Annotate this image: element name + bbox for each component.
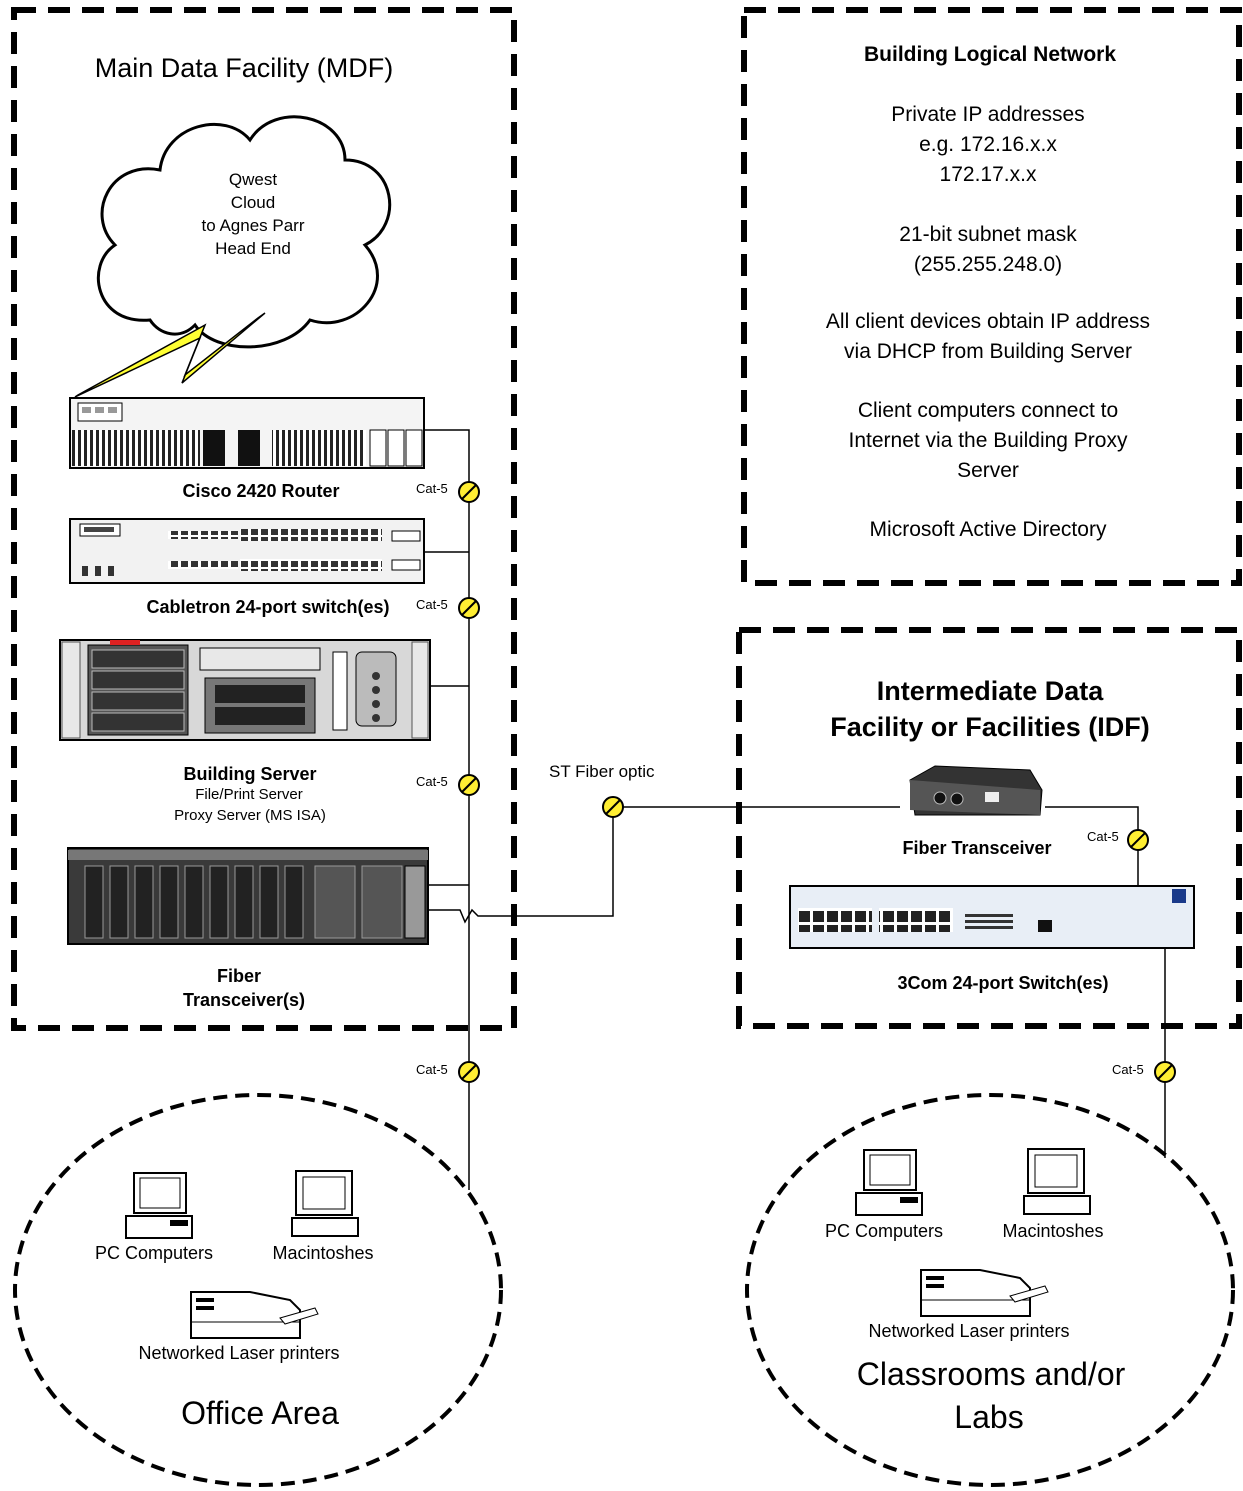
office-area-title: Office Area	[181, 1395, 339, 1431]
cat5-label-4: Cat-5	[416, 1062, 448, 1077]
router-label: Cisco 2420 Router	[182, 481, 340, 501]
logical-box	[741, 7, 1242, 586]
classrooms-ellipse	[745, 1093, 1235, 1487]
fiber-connector-icon	[602, 796, 624, 818]
3com-switch-icon	[789, 885, 1195, 949]
idf-fiber-transceiver-label: Fiber Transceiver	[902, 838, 1052, 858]
note-spacer	[826, 280, 1150, 307]
mdf-box	[11, 7, 517, 1031]
idf-box	[736, 627, 1242, 1029]
cabletron-switch-icon	[69, 518, 425, 584]
wan-link-lightning-icon	[74, 312, 266, 398]
note-line-3: 172.17.x.x	[939, 163, 1037, 186]
cloud-line-1: Qwest	[228, 170, 278, 189]
office-area-ellipse	[13, 1093, 503, 1487]
cisco-router-icon	[69, 397, 425, 469]
classrooms-title-1: Classrooms and/or	[856, 1356, 1126, 1392]
idf-fiber-transceiver-icon	[909, 765, 1043, 816]
idf-title-1: Intermediate Data	[876, 676, 1104, 706]
cat5-label-2: Cat-5	[416, 597, 448, 612]
cabletron-switch-label: Cabletron 24-port switch(es)	[146, 597, 390, 617]
office-mac-icon	[291, 1170, 359, 1237]
cloud-line-2: Cloud	[230, 193, 276, 212]
cat5-label-6: Cat-5	[1112, 1062, 1144, 1077]
classrooms-title-2: Labs	[954, 1399, 1024, 1435]
classroom-pc-label: PC Computers	[824, 1221, 944, 1241]
fiber-link-label: ST Fiber optic	[549, 762, 655, 781]
note-spacer	[826, 367, 1150, 396]
server-sub-label-1: File/Print Server	[195, 786, 303, 803]
fiber-transceiver-chassis-icon	[67, 847, 429, 945]
note-spacer	[826, 486, 1150, 515]
classroom-mac-icon	[1023, 1148, 1091, 1215]
3com-switch-label: 3Com 24-port Switch(es)	[897, 973, 1109, 993]
logical-network-title: Building Logical Network	[863, 43, 1117, 66]
note-line-5: 21-bit subnet mask	[899, 223, 1077, 246]
mdf-fiber-label-2: Transceiver(s)	[182, 990, 306, 1010]
server-sub-label-2: Proxy Server (MS ISA)	[174, 807, 326, 824]
cat5-connector-icon-3	[458, 774, 480, 796]
note-line-8: All client devices obtain IP address	[825, 310, 1151, 333]
mdf-cabling	[424, 429, 1166, 1190]
office-pc-label: PC Computers	[94, 1243, 214, 1263]
note-spacer	[826, 190, 1150, 220]
cat5-label-5: Cat-5	[1087, 829, 1119, 844]
cloud-line-4: Head End	[215, 239, 291, 258]
cat5-connector-icon-5	[1127, 829, 1149, 851]
note-line-6: (255.255.248.0)	[913, 253, 1063, 276]
note-line-13: Server	[957, 459, 1019, 482]
classroom-printer-label: Networked Laser printers	[868, 1321, 1070, 1341]
cat5-label-1: Cat-5	[416, 481, 448, 496]
idf-title-2: Facility or Facilities (IDF)	[830, 712, 1150, 742]
note-line-2: e.g. 172.16.x.x	[919, 133, 1057, 156]
office-printer-label: Networked Laser printers	[138, 1343, 340, 1363]
classroom-mac-label: Macintoshes	[1002, 1221, 1104, 1241]
office-pc-icon	[125, 1172, 193, 1239]
office-mac-label: Macintoshes	[272, 1243, 374, 1263]
classroom-pc-icon	[855, 1149, 923, 1216]
cat5-label-3: Cat-5	[416, 774, 448, 789]
mdf-fiber-label-1: Fiber	[216, 966, 262, 986]
note-line-9: via DHCP from Building Server	[844, 340, 1132, 363]
cloud-line-3: to Agnes Parr	[201, 216, 305, 235]
cat5-connector-icon-4	[458, 1061, 480, 1083]
note-line-12: Internet via the Building Proxy	[848, 429, 1128, 452]
building-server-label: Building Server	[183, 764, 317, 784]
note-line-15: Microsoft Active Directory	[869, 518, 1107, 541]
note-line-1: Private IP addresses	[891, 103, 1085, 126]
classroom-printer-icon	[920, 1269, 1049, 1317]
office-printer-icon	[190, 1291, 319, 1339]
logical-network-notes: Private IP addresses e.g. 172.16.x.x 172…	[826, 100, 1150, 545]
qwest-cloud-icon	[96, 115, 392, 349]
mdf-title: Main Data Facility (MDF)	[94, 53, 394, 83]
cloud-label: Qwest Cloud to Agnes Parr Head End	[201, 168, 304, 260]
cat5-connector-icon-2	[458, 597, 480, 619]
cat5-connector-icon-6	[1154, 1061, 1176, 1083]
building-server-icon	[59, 639, 431, 741]
cat5-connector-icon-1	[458, 481, 480, 503]
note-line-11: Client computers connect to	[857, 399, 1119, 422]
